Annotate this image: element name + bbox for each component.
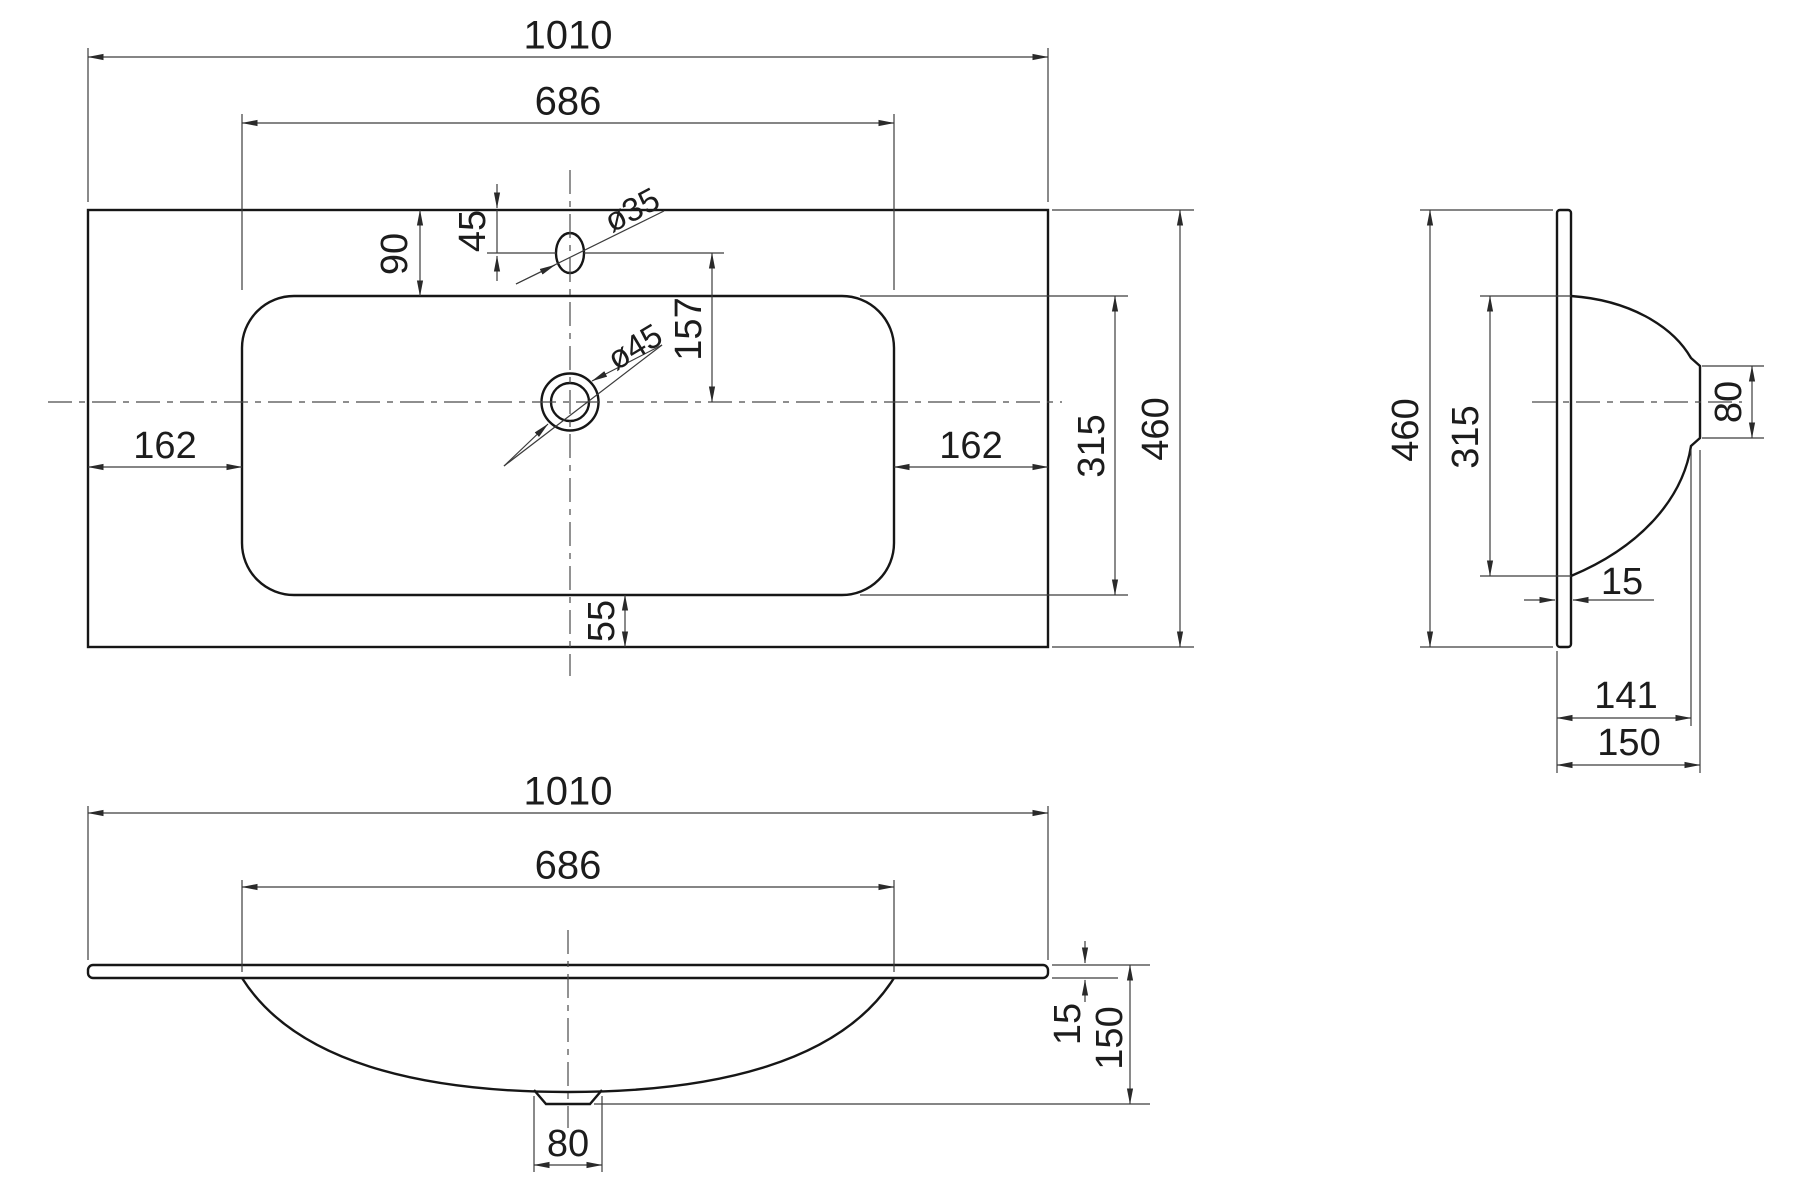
- top-view: 1010 686 90 45 ø35 157 ø45 162 162 55 31…: [48, 14, 1194, 676]
- dim-front-overall-height: 150: [1089, 1006, 1131, 1069]
- dim-drain-diameter: ø45: [601, 316, 669, 377]
- dim-front-drain-width: 80: [547, 1123, 589, 1165]
- dim-top-faucet-offset: 45: [452, 210, 494, 252]
- front-view-drain-outlet: [533, 1089, 603, 1106]
- dim-front-basin-width: 686: [535, 844, 602, 888]
- top-view-basin-outline: [240, 294, 896, 597]
- front-view: 1010 686 15 150 80: [86, 770, 1150, 1172]
- dim-top-basin-top-offset: 90: [374, 233, 416, 275]
- dim-front-overall-width: 1010: [524, 770, 613, 814]
- dim-top-basin-width: 686: [535, 80, 602, 124]
- dim-top-overall-depth: 460: [1135, 397, 1177, 460]
- side-view-bowl-profile: [1570, 294, 1702, 578]
- dim-front-panel-thickness: 15: [1047, 1003, 1089, 1045]
- dim-faucet-hole-diameter: ø35: [598, 180, 666, 239]
- dim-side-panel-thickness: 15: [1601, 561, 1643, 603]
- dim-side-basin-height: 315: [1445, 405, 1487, 468]
- front-view-bowl-profile: [240, 977, 896, 1094]
- dim-top-faucet-to-drain: 157: [668, 297, 710, 360]
- dim-top-basin-depth: 315: [1071, 414, 1113, 477]
- dim-top-basin-bottom-gap: 55: [581, 600, 623, 642]
- dim-side-bowl-depth: 141: [1594, 675, 1657, 717]
- dim-side-overall-depth: 150: [1597, 722, 1660, 764]
- top-view-countertop-outline: [86, 208, 1050, 649]
- dim-top-margin-right: 162: [939, 425, 1002, 467]
- side-view: 460 315 80 15 141 150: [1385, 208, 1764, 773]
- dim-top-overall-width: 1010: [524, 14, 613, 58]
- dim-side-overall-height: 460: [1385, 398, 1427, 461]
- dim-top-margin-left: 162: [133, 425, 196, 467]
- side-view-panel: [1555, 208, 1573, 649]
- dim-side-outlet-face-height: 80: [1708, 381, 1750, 423]
